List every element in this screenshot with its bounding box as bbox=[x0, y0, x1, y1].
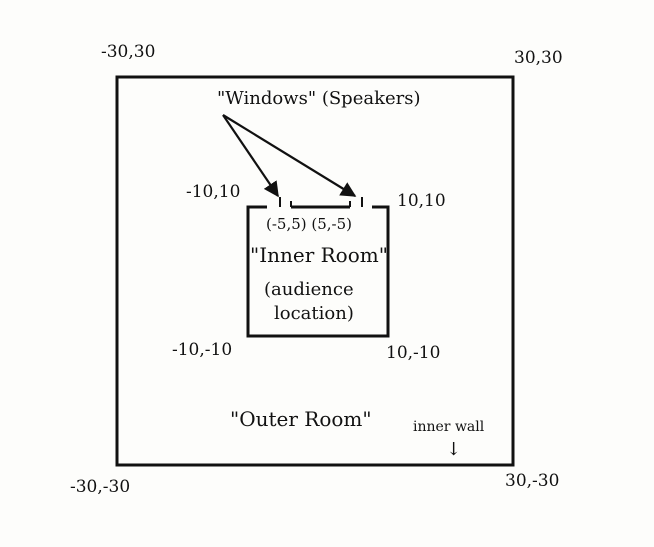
inner-corner-bottom-left: -10,-10 bbox=[172, 340, 233, 360]
speaker-arrow-right bbox=[222, 114, 357, 197]
inner-room-title: "Inner Room" bbox=[250, 243, 388, 267]
inner-corner-bottom-right: 10,-10 bbox=[386, 343, 441, 363]
window-coordinates: (-5,5) (5,-5) bbox=[266, 215, 353, 233]
right-window-marker bbox=[349, 197, 363, 207]
inner-room-wall bbox=[246, 205, 390, 338]
inner-corner-top-right: 10,10 bbox=[397, 191, 446, 211]
outer-corner-top-left: -30,30 bbox=[101, 42, 156, 62]
inner-room-desc-line2: location) bbox=[274, 303, 354, 324]
outer-corner-top-right: 30,30 bbox=[514, 48, 563, 68]
left-window-marker bbox=[279, 197, 292, 207]
inner-wall-arrow-icon: ↓ bbox=[446, 439, 462, 460]
speakers-label: "Windows" (Speakers) bbox=[217, 88, 421, 109]
outer-corner-bottom-right: 30,-30 bbox=[505, 471, 560, 491]
outer-corner-bottom-left: -30,-30 bbox=[70, 477, 131, 497]
outer-room-wall bbox=[115, 75, 515, 467]
outer-room-label: "Outer Room" bbox=[230, 407, 372, 431]
speaker-arrow-left bbox=[222, 114, 279, 198]
inner-room-desc-line1: (audience bbox=[264, 279, 354, 300]
inner-corner-top-left: -10,10 bbox=[186, 182, 241, 202]
inner-wall-label: inner wall bbox=[413, 419, 485, 435]
